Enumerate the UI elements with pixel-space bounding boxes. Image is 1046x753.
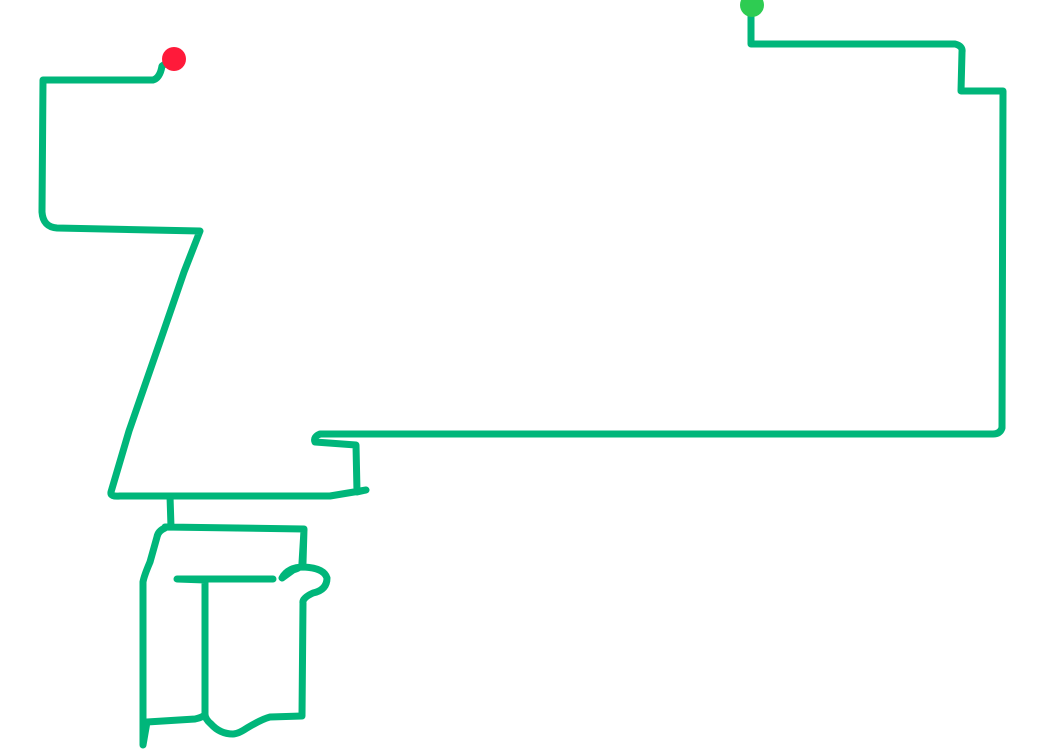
drawn-path-lower	[139, 492, 331, 749]
start-marker-green-dot	[740, 0, 764, 17]
end-marker-red-dot	[162, 47, 186, 71]
drawn-path	[38, 1, 1007, 500]
